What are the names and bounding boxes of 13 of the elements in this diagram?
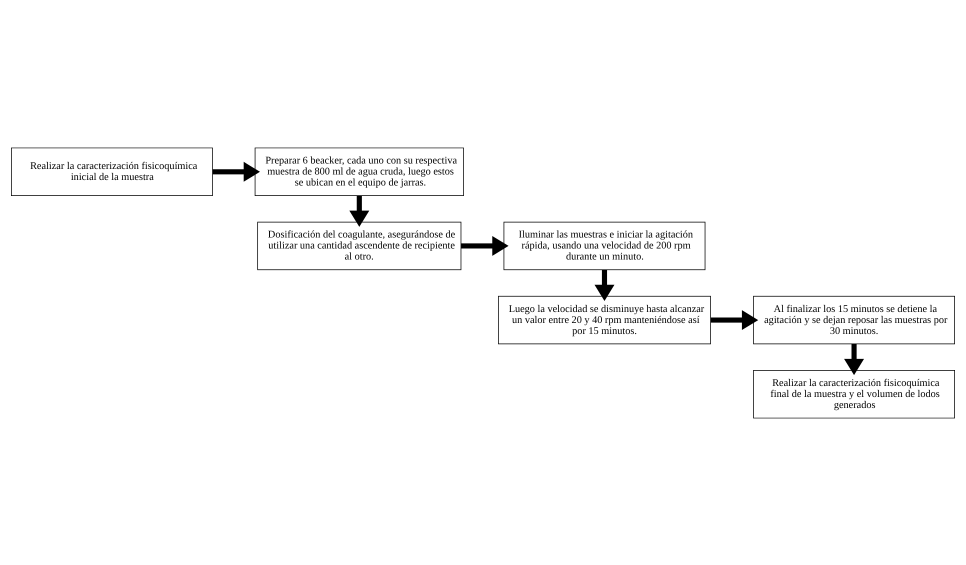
node-box: Luego la velocidad se disminuye hasta alcanzar un valor entre 20 y 40 rpm manteniéndose así por 15 minutos. (498, 295, 711, 344)
arrow (594, 269, 614, 301)
arrow (212, 161, 260, 182)
node-box: Dosificación del coagulante, asegurándose de utilizar una cantidad ascendente de recipiente al otro. (257, 221, 462, 270)
node-box: Iluminar las muestras e iniciar la agitación rápida, usando una velocidad de 200 rpm durante un minuto. (504, 221, 706, 270)
node-box: Realizar la caracterización fisicoquímica inicial de la muestra (11, 147, 213, 196)
arrow (349, 195, 370, 226)
arrow (844, 344, 864, 375)
node-box: Preparar 6 beacker, cada uno con su respectiva muestra de 800 ml de agua cruda, luego estos se ubican en el equipo de jarras. (254, 147, 464, 196)
node-box: Al finalizar los 15 minutos se detiene la agitación y se dejan reposar las muestras por 30 minutos. (753, 295, 955, 344)
arrow (710, 310, 758, 330)
arrow (461, 235, 509, 256)
node-box: Realizar la caracterización fisicoquímica final de la muestra y el volumen de lodos generados (753, 369, 955, 418)
